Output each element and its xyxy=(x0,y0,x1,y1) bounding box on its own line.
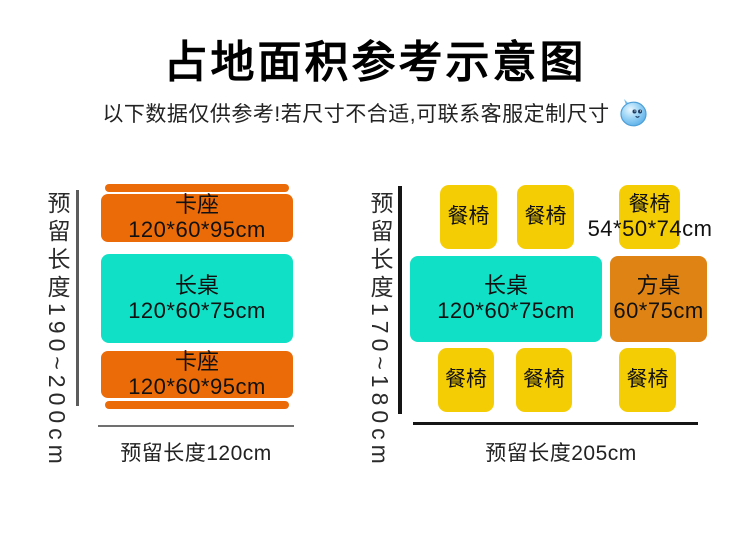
dining-chair-label: 餐椅 xyxy=(445,368,487,392)
booth-backrest-bar-bottom xyxy=(105,401,289,409)
right-bottom-rule xyxy=(413,422,698,425)
right-bottom-caption: 预留长度205cm xyxy=(485,442,637,465)
dining-chair-label: 餐椅 xyxy=(626,368,669,392)
square-table-size: 60*75cm xyxy=(613,298,704,323)
booth-backrest-bar-top xyxy=(105,184,289,192)
booth-seat-top: 卡座 120*60*95cm xyxy=(101,192,293,242)
square-table-label: 方桌 xyxy=(636,273,681,299)
dining-chair: 餐椅 xyxy=(438,348,494,412)
subtitle-text: 以下数据仅供参考!若尺寸不合适,可联系客服定制尺寸 xyxy=(102,103,610,126)
page-title: 占地面积参考示意图 xyxy=(163,38,587,87)
dining-chair-size: 54*50*74cm xyxy=(587,216,713,241)
dining-chair: 餐椅 xyxy=(517,185,574,249)
booth-seat-bottom: 卡座 120*60*95cm xyxy=(101,348,293,399)
long-table-left: 长桌 120*60*75cm xyxy=(101,254,293,343)
right-vertical-rule xyxy=(398,186,402,414)
long-table-size: 120*60*75cm xyxy=(437,298,575,323)
left-bottom-rule xyxy=(98,425,294,427)
booth-seat-size: 120*60*95cm xyxy=(128,373,266,399)
dining-chair-with-size: 餐椅 xyxy=(619,185,680,249)
right-reserved-length-label: 预留长度170~180cm xyxy=(367,191,393,469)
blue-bubble-face-emoji xyxy=(618,99,648,127)
booth-seat-size: 120*60*95cm xyxy=(128,217,266,242)
left-bottom-caption: 预留长度120cm xyxy=(120,442,272,465)
square-table: 方桌 60*75cm xyxy=(610,256,707,342)
booth-seat-label: 卡座 xyxy=(174,192,219,218)
dining-chair-label: 餐椅 xyxy=(523,368,565,392)
left-reserved-length-label: 预留长度190~200cm xyxy=(44,191,70,469)
long-table-label: 长桌 xyxy=(174,272,219,298)
dining-chair: 餐椅 xyxy=(516,348,572,412)
long-table-size: 120*60*75cm xyxy=(128,297,266,323)
dining-chair: 餐椅 xyxy=(619,348,676,412)
left-vertical-rule xyxy=(76,190,79,406)
long-table-label: 长桌 xyxy=(483,273,528,299)
dining-chair: 餐椅 xyxy=(440,185,497,249)
subtitle-row: 以下数据仅供参考!若尺寸不合适,可联系客服定制尺寸 xyxy=(0,98,750,128)
dining-chair-label: 餐椅 xyxy=(447,205,490,229)
booth-seat-label: 卡座 xyxy=(174,348,219,374)
dining-chair-label: 餐椅 xyxy=(524,205,567,229)
dining-chair-label: 餐椅 xyxy=(628,193,671,216)
long-table-right: 长桌 120*60*75cm xyxy=(410,256,602,342)
